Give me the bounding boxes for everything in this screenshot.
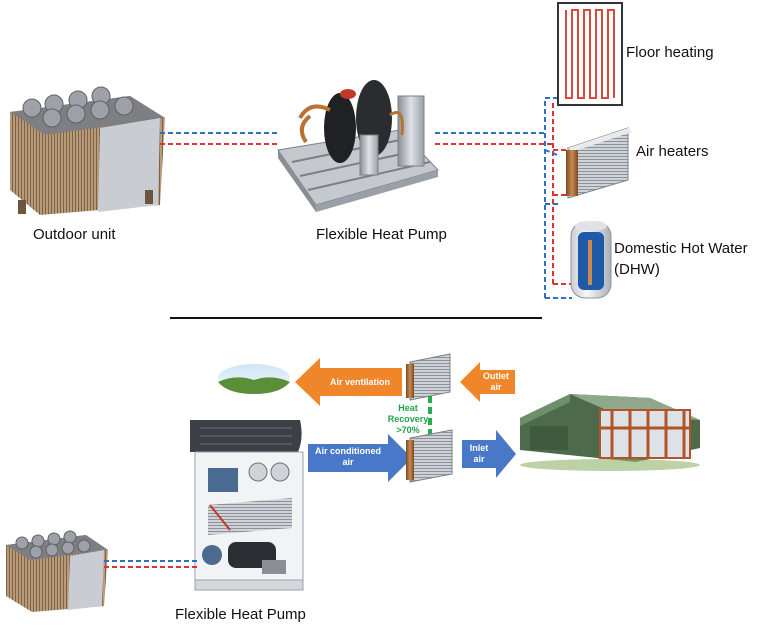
dhw-tank-image [570,221,612,299]
floor-heating-image [557,2,623,106]
heat-recovery-line2: Recovery [387,414,429,424]
air-heater-image [566,127,632,199]
heat-pump-frame-image [277,80,439,212]
air-conditioned-line1: Air conditioned [315,446,381,456]
floor-heating-label: Floor heating [626,44,714,61]
lower-heat-exchanger-image [406,429,453,483]
inlet-air-text: Inlet air [462,443,496,465]
landscape-image [218,364,290,394]
heat-recovery-line3: >70% [396,425,420,435]
indoor-heat-pump-image [190,420,304,591]
outdoor-unit-label: Outdoor unit [33,226,116,243]
air-conditioned-line2: air [342,457,354,467]
air-ventilation-text: Air ventilation [329,377,390,387]
outlet-air-line1: Outlet [483,371,509,381]
inlet-air-line2: air [473,454,485,464]
outdoor-unit-bottom-image [6,530,108,612]
heat-recovery-line1: Heat [398,403,418,413]
dhw-label-line2: (DHW) [614,261,660,278]
outlet-air-text: Outlet air [478,371,514,393]
outlet-air-line2: air [490,382,502,392]
inlet-air-arrow [462,430,516,478]
heat-pump-label-bottom: Flexible Heat Pump [175,606,306,623]
inlet-air-line1: Inlet [469,443,489,453]
upper-heat-exchanger-image [406,353,451,401]
outlet-air-arrow [460,362,515,402]
air-conditioned-text: Air conditioned air [308,446,388,468]
building-image [520,394,700,471]
air-heaters-label: Air heaters [636,143,709,160]
outdoor-unit-image [10,86,165,215]
dhw-label-line1: Domestic Hot Water [614,240,748,257]
heat-pump-label-top: Flexible Heat Pump [316,226,447,243]
air-ventilation-arrow [295,358,402,406]
heat-recovery-text: Heat Recovery >70% [386,403,430,436]
air-conditioned-arrow [308,434,412,482]
